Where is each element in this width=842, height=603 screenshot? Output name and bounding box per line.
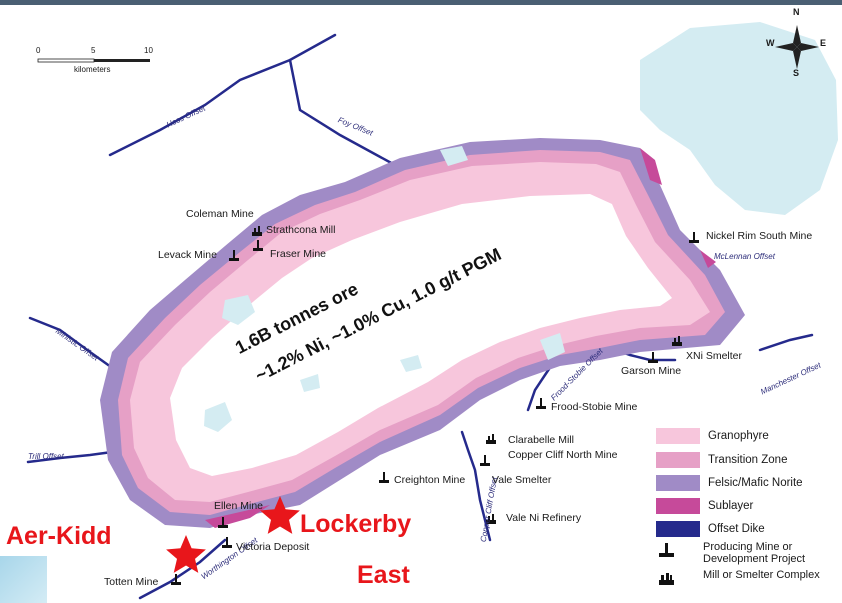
compass-w: W xyxy=(766,38,775,48)
scale-unit: kilometers xyxy=(74,65,111,74)
legend-label: Granophyre xyxy=(708,430,769,442)
scale-tick-5: 5 xyxy=(91,46,96,55)
strathcona-mill-label: Strathcona Mill xyxy=(266,224,336,236)
legend-item-transition-zone: Transition Zone xyxy=(656,452,787,468)
compass-e: E xyxy=(820,38,827,48)
compass-rose xyxy=(775,25,819,69)
lockerby-label: Lockerby xyxy=(300,510,412,538)
scale-tick-10: 10 xyxy=(144,46,153,55)
nickel-rim-label: Nickel Rim South Mine xyxy=(706,230,813,242)
levack-mine-label: Levack Mine xyxy=(158,249,217,261)
legend-item-granophyre: Granophyre xyxy=(656,428,769,444)
victoria-deposit-label: Victoria Deposit xyxy=(236,541,310,553)
legend-item-norite: Felsic/Mafic Norite xyxy=(656,475,803,491)
legend-label: Felsic/Mafic Norite xyxy=(708,477,803,489)
xni-smelter-label: XNi Smelter xyxy=(686,350,743,362)
coleman-mine-label: Coleman Mine xyxy=(186,208,254,220)
legend-item-offset-dike: Offset Dike xyxy=(656,521,765,537)
trill-offset-label: Trill Offset xyxy=(28,452,64,461)
legend-label: Sublayer xyxy=(708,500,754,512)
mine-symbols xyxy=(171,226,699,585)
corner-highlight-box xyxy=(0,556,47,603)
offset-dikes xyxy=(26,33,814,600)
copper-cliff-north-label: Copper Cliff North Mine xyxy=(508,449,618,461)
garson-mine-label: Garson Mine xyxy=(621,365,682,377)
fraser-mine-label: Fraser Mine xyxy=(270,248,327,260)
vale-smelter-label: Vale Smelter xyxy=(492,474,552,486)
mclennan-offset-label: McLennan Offset xyxy=(714,252,775,261)
clarabelle-mill-label: Clarabelle Mill xyxy=(508,434,574,446)
basin-interior xyxy=(170,194,672,476)
red-stars xyxy=(166,496,300,573)
compass-s: S xyxy=(793,68,800,78)
top-bar xyxy=(0,0,842,5)
east-label: East xyxy=(357,561,410,589)
mclennan-lake xyxy=(640,22,838,215)
legend-label: Transition Zone xyxy=(708,454,788,466)
vale-refinery-label: Vale Ni Refinery xyxy=(506,512,582,524)
geology-map xyxy=(26,22,838,600)
legend-item-sublayer: Sublayer xyxy=(656,498,753,514)
frood-stobie-mine-label: Frood-Stobie Mine xyxy=(551,401,638,413)
interior-lakes xyxy=(204,146,565,432)
legend-swatch xyxy=(656,498,700,514)
legend-label: Offset Dike xyxy=(708,523,765,535)
compass-n: N xyxy=(793,7,800,17)
aer-kidd-label: Aer-Kidd xyxy=(6,522,112,550)
legend-swatch xyxy=(656,452,700,468)
legend-swatch xyxy=(656,428,700,444)
ellen-mine-label: Ellen Mine xyxy=(214,500,264,512)
totten-mine-label: Totten Mine xyxy=(104,576,159,588)
creighton-mine-label: Creighton Mine xyxy=(394,474,466,486)
legend-producing-mine: Producing Mine or Development Project xyxy=(703,541,806,565)
scale-bar xyxy=(37,58,150,63)
legend-swatch xyxy=(656,521,700,537)
legend-symbol-icons xyxy=(659,543,674,585)
legend-mill-smelter: Mill or Smelter Complex xyxy=(703,569,820,581)
legend-swatch xyxy=(656,475,700,491)
scale-tick-0: 0 xyxy=(36,46,41,55)
